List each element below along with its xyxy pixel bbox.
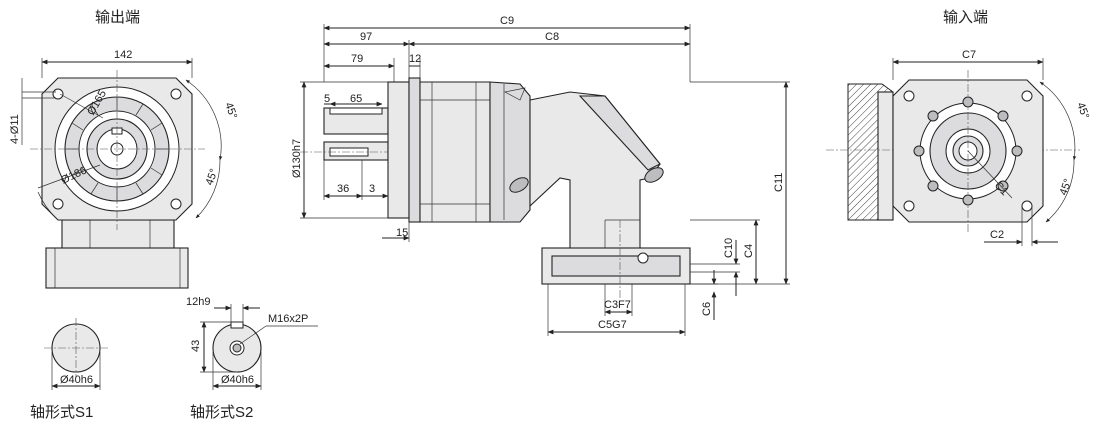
side-3-label: 3: [369, 183, 375, 195]
side-c4-label: C4: [743, 244, 755, 258]
output-angle-top: 45°: [222, 101, 239, 121]
side-65-label: 65: [350, 93, 362, 105]
shaft-s2-dia: Ø40h6: [221, 374, 254, 386]
input-c2-label: C2: [990, 229, 1004, 241]
side-elbow: [529, 91, 661, 249]
side-c11-label: C11: [773, 173, 785, 192]
output-end-view: 输出端 142: [9, 9, 239, 289]
side-flange-plate: [408, 77, 421, 223]
side-c9-label: C9: [500, 15, 514, 27]
output-neck: [61, 219, 175, 251]
output-width-label: 142: [114, 49, 132, 61]
side-15-label: 15: [396, 227, 408, 239]
shaft-s1-dia: Ø40h6: [60, 374, 93, 386]
side-c10-label: C10: [723, 238, 735, 258]
side-12-label: 12: [409, 53, 421, 65]
shaft-s2-title: 轴形式S2: [190, 404, 253, 421]
side-79-label: 79: [351, 53, 363, 65]
input-end-view: 输入端 C7 C1 4: [826, 9, 1091, 246]
shaft-s2-height: 43: [190, 340, 202, 352]
side-pilot: [387, 81, 410, 219]
side-view: C9 97 C8 79 12 5 65 Ø130h7: [291, 15, 790, 336]
side-c3-label: C3F7: [604, 299, 631, 311]
shaft-s1-title: 轴形式S1: [30, 404, 93, 421]
output-angle-bottom: 45°: [204, 167, 221, 187]
side-c5-label: C5G7: [598, 319, 627, 331]
output-holes-label: 4-Ø11: [9, 114, 21, 144]
side-c8-label: C8: [545, 31, 559, 43]
input-angle-bottom: 45°: [1058, 177, 1075, 197]
shaft-s2-keyway: [230, 321, 244, 329]
side-97-label: 97: [360, 31, 372, 43]
shaft-s2-key: 12h9: [186, 296, 210, 308]
side-pilot-label: Ø130h7: [291, 139, 303, 178]
output-end-title: 输出端: [95, 9, 140, 26]
shaft-s2-thread: M16x2P: [268, 313, 308, 325]
input-angle-top: 45°: [1074, 101, 1091, 121]
side-housing: [419, 81, 491, 223]
input-c7-label: C7: [962, 49, 976, 61]
side-c6-label: C6: [701, 302, 713, 316]
input-end-title: 输入端: [943, 9, 988, 26]
output-base: [45, 247, 189, 289]
side-5-label: 5: [324, 93, 330, 105]
side-36-label: 36: [337, 183, 349, 195]
shaft-s2-view: 12h9 43 M16x2P Ø40h6 轴形式S2: [186, 296, 318, 421]
shaft-s1-view: Ø40h6 轴形式S1: [30, 318, 108, 421]
